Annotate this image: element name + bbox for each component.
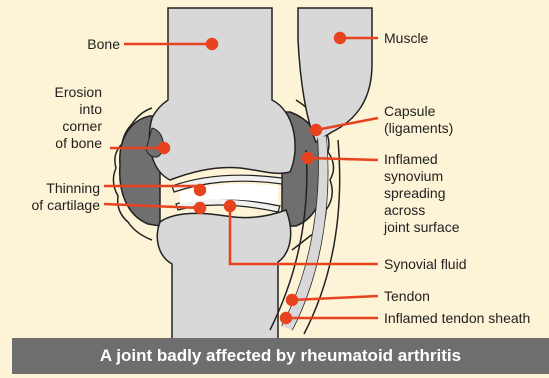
label-muscle: Muscle [384,30,428,47]
label-thinning-cartilage: Thinning of cartilage [10,180,100,214]
label-capsule: Capsule (ligaments) [384,103,453,137]
label-inflamed-tendon-sheath: Inflamed tendon sheath [384,310,530,327]
caption: A joint badly affected by rheumatoid art… [12,338,549,374]
label-bone: Bone [60,36,120,53]
label-erosion: Erosion into corner of bone [40,84,102,152]
label-inflamed-synovium: Inflamed synovium spreading across joint… [384,151,459,236]
label-tendon: Tendon [384,288,430,305]
label-synovial-fluid: Synovial fluid [384,256,467,273]
upper-bone [149,8,295,180]
